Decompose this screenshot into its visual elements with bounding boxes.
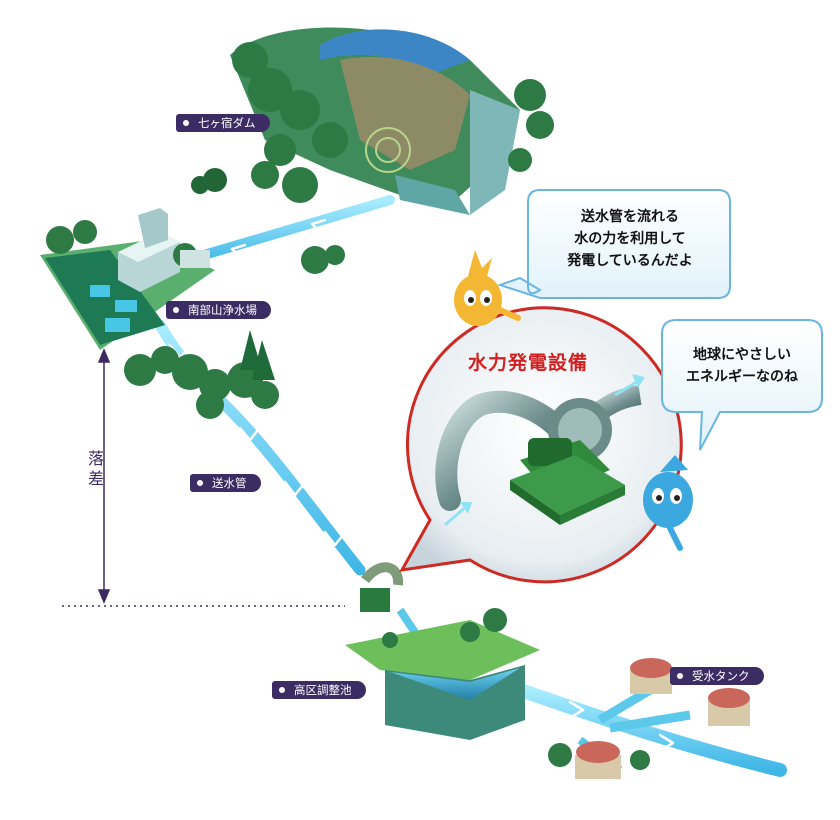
bubble-right-line1: 地球にやさしい [693, 347, 791, 363]
mascot-yellow [454, 250, 521, 326]
label-purification-plant: 南部山浄水場 [166, 301, 271, 319]
dam-area [191, 27, 554, 215]
bubble-left-line2: 水の力を利用して [574, 231, 686, 247]
label-dam: 七ヶ宿ダム [176, 114, 270, 132]
label-head-drop: 落差 [85, 450, 104, 490]
bubble-left-line1: 送水管を流れる [581, 209, 679, 225]
bubble-right-text: 地球にやさしい エネルギーなのね [664, 344, 820, 388]
receiving-tanks [548, 658, 750, 779]
mascot-blue [643, 455, 693, 551]
speech-bubble-right [661, 319, 823, 451]
purification-plant [40, 208, 215, 350]
bubble-right-line2: エネルギーなのね [686, 369, 798, 385]
regulating-pond [345, 608, 540, 740]
bubble-left-line3: 発電しているんだよ [567, 253, 693, 269]
hydropower-callout [399, 306, 683, 584]
speech-bubble-left [496, 189, 731, 299]
facility-title: 水力発電設備 [468, 352, 589, 374]
forest-mid [124, 245, 345, 419]
head-arrow [97, 348, 111, 604]
label-water-pipe: 送水管 [190, 474, 261, 492]
label-receiving-tank: 受水タンク [670, 667, 764, 685]
hydro-unit-small [360, 562, 404, 612]
label-regulating-pond: 高区調整池 [272, 681, 366, 699]
bubble-left-text: 送水管を流れる 水の力を利用して 発電しているんだよ [532, 206, 728, 272]
